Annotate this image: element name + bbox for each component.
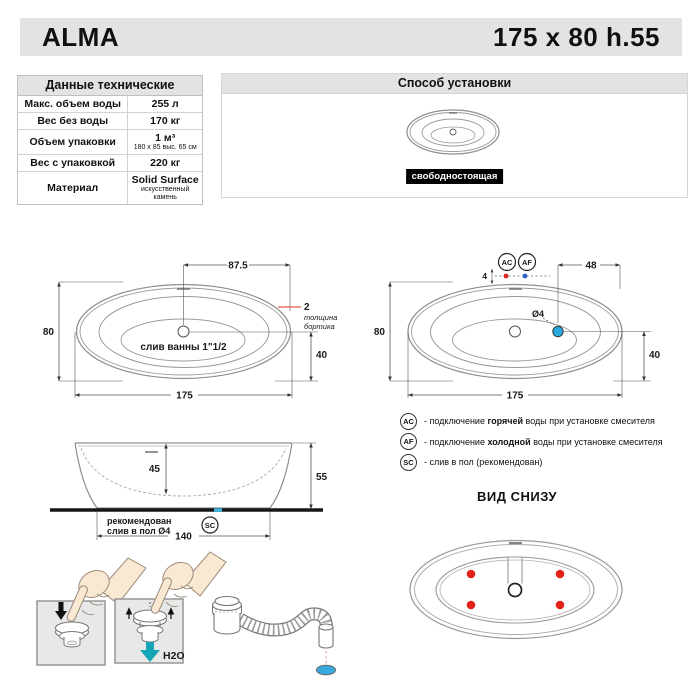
dimension-lines [388, 263, 651, 398]
drain-note-1: рекомендован [107, 516, 171, 526]
drain-plug-closed [54, 621, 90, 648]
table-row: Макс. объем воды 255 л [18, 96, 202, 113]
table-title: Данные технические [18, 76, 202, 96]
tub-bottom-outline [409, 539, 623, 640]
dim-87-5: 87.5 [228, 261, 248, 272]
dim-80: 80 [43, 327, 55, 338]
hot-water-dot [503, 273, 509, 279]
press-down-arrow [55, 602, 67, 620]
dim-140: 140 [175, 532, 192, 543]
table-row: Материал Solid Surface искусственный кам… [18, 172, 202, 204]
product-size: 175 x 80 h.55 [493, 21, 660, 52]
dimension-lines [57, 263, 318, 398]
header-bar: ALMA 175 x 80 h.55 [20, 18, 682, 56]
water-drain-arrow [140, 642, 160, 662]
drain-hole-dot [552, 325, 564, 338]
sc-badge: SC [400, 453, 417, 471]
table-row: Вес с упаковкой 220 кг [18, 155, 202, 172]
drain-plug-open [125, 602, 175, 643]
af-marker-label: AF [522, 258, 532, 267]
pointing-hand [150, 551, 227, 614]
dim-175: 175 [507, 391, 524, 402]
ac-badge: AC [400, 412, 417, 430]
install-type-badge: свободностоящая [405, 169, 504, 184]
dimension-lines [96, 442, 316, 540]
af-badge: AF [400, 433, 417, 451]
table-row: Объем упаковки 1 м³ 180 x 85 выс. 65 см [18, 130, 202, 155]
installation-title: Способ установки [222, 74, 687, 94]
dim-offset-4: 4 [482, 271, 487, 281]
tub-profile [74, 442, 293, 509]
cold-water-dot [522, 273, 528, 279]
pointing-hand [66, 557, 147, 622]
foot-dots [466, 569, 565, 610]
tub-outline [407, 283, 623, 380]
legend: AC - подключение горячей воды при устано… [400, 411, 692, 473]
tech-data-table: Данные технические Макс. объем воды 255 … [17, 75, 203, 205]
dim-48: 48 [585, 261, 597, 272]
rim-thickness-value: 2 [304, 302, 310, 313]
flexible-hose [236, 607, 333, 637]
floor-drain-hole [316, 664, 336, 676]
faucet-markers: AC AF [495, 252, 550, 279]
bottom-view-title: ВИД СНИЗУ [477, 489, 557, 504]
outlet-pipe [318, 623, 334, 649]
product-name: ALMA [42, 21, 120, 52]
drain-fitting [211, 595, 243, 635]
dim-55: 55 [316, 472, 328, 483]
top-view-right-drawing: AC AF 4 48 Ø4 80 40 [374, 252, 661, 404]
dim-40: 40 [316, 350, 328, 361]
tub-install-drawing [406, 109, 500, 155]
plug-open-panel: H2O [114, 551, 227, 664]
drain-label: слив ванны 1"1/2 [140, 342, 227, 353]
rim-note-2: бортика [304, 322, 335, 331]
tub-outline [75, 283, 292, 380]
top-view-left-drawing: 87.5 80 40 175 2 толщина бортика слив ва… [43, 261, 337, 404]
bottom-view-drawing [409, 539, 623, 640]
siphon-drawing [211, 595, 336, 676]
pop-up-arrows [125, 607, 175, 619]
table-row: Вес без воды 170 кг [18, 113, 202, 130]
installation-box: Способ установки свободностоящая [221, 73, 688, 198]
floor-drain-mark [214, 508, 222, 512]
rim-note-1: толщина [304, 313, 337, 322]
dim-45: 45 [149, 464, 161, 475]
sc-marker [201, 516, 219, 534]
dim-80: 80 [374, 327, 386, 338]
side-view-drawing: SC 45 55 140 рекомендован слив в пол Ø4 [50, 442, 328, 543]
drain-note-2: слив в пол Ø4 [107, 526, 170, 536]
plug-press-panel [36, 557, 147, 666]
ac-marker-label: AC [502, 258, 513, 267]
dim-40: 40 [649, 350, 661, 361]
legend-row-af: AF - подключение холодной воды при устан… [400, 432, 692, 453]
dim-175: 175 [176, 391, 193, 402]
h2o-label: H2O [163, 650, 185, 662]
legend-row-ac: AC - подключение горячей воды при устано… [400, 411, 692, 432]
sc-marker-label: SC [205, 521, 216, 530]
legend-row-sc: SC - слив в пол (рекомендован) [400, 452, 692, 473]
hole-diameter-label: Ø4 [532, 309, 544, 319]
